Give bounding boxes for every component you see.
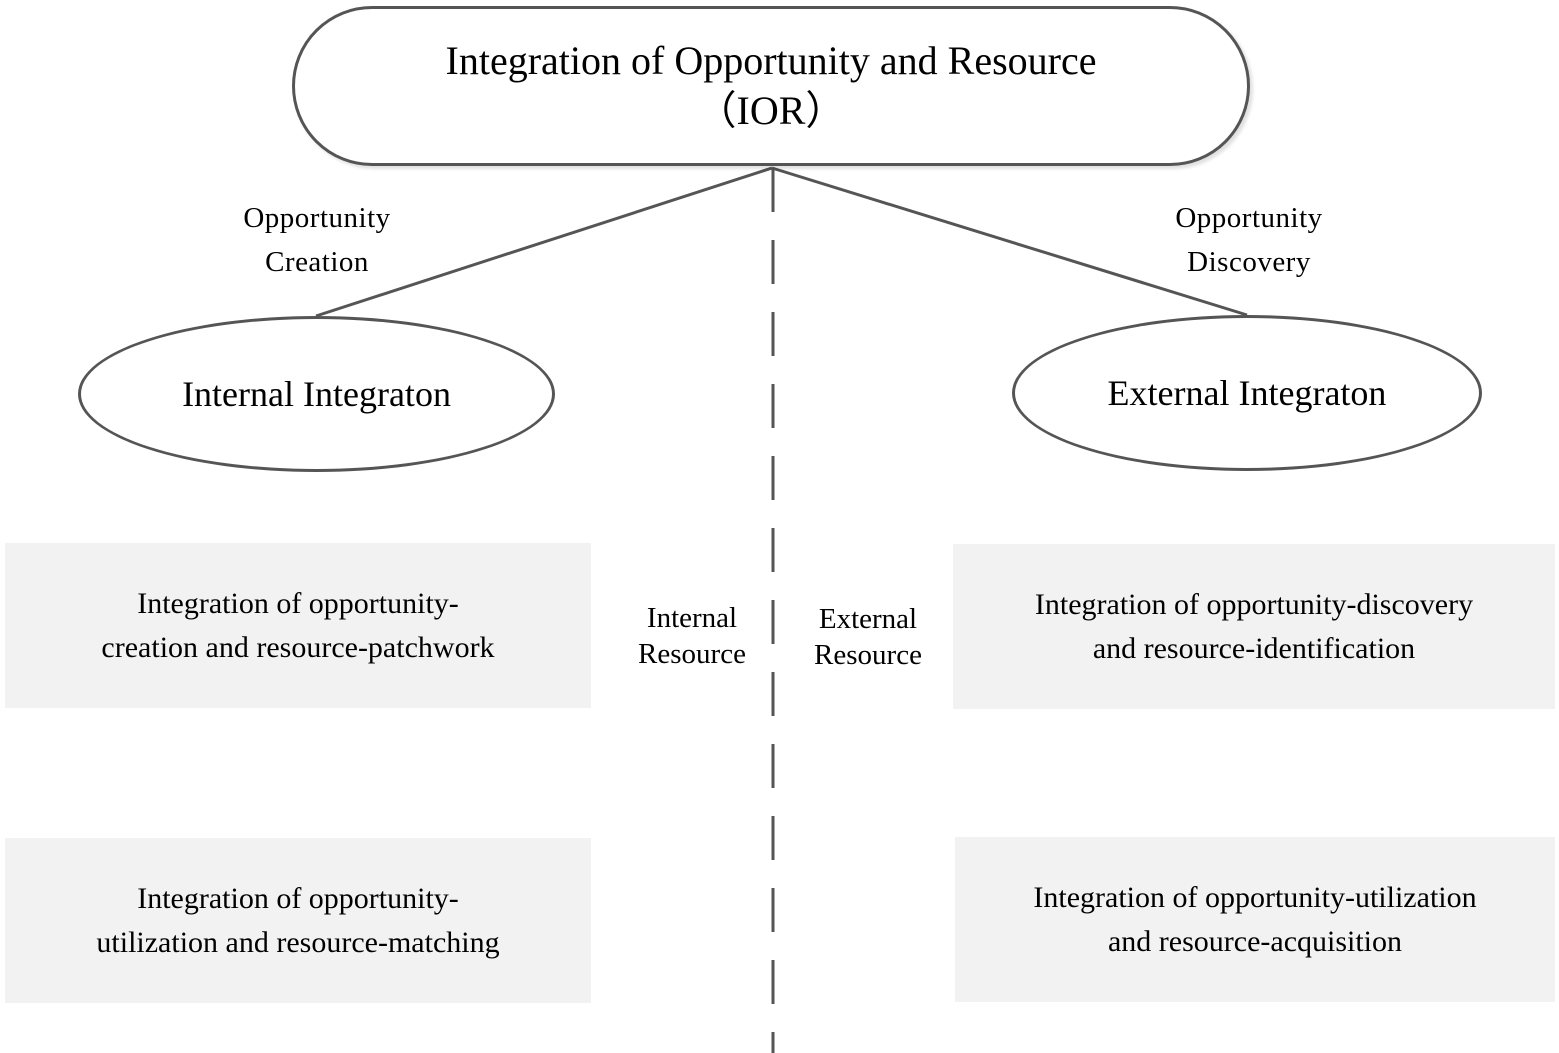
box-opportunity-utilization-resource-acquisition: Integration of opportunity-utilization a… — [955, 837, 1555, 1002]
label-internal-resource: Internal Resource — [638, 602, 746, 670]
node-external-integration: External Integraton — [1012, 315, 1482, 471]
node-internal-integration-label: Internal Integraton — [182, 374, 451, 414]
edge-label-opportunity-discovery: Opportunity Discovery — [1175, 202, 1323, 278]
node-external-integration-label: External Integraton — [1107, 373, 1387, 413]
label-external-resource: External Resource — [814, 603, 922, 671]
box-opportunity-creation-resource-patchwork: Integration of opportunity- creation and… — [5, 543, 591, 708]
connector-left — [315, 166, 773, 318]
connector-right — [771, 166, 1248, 317]
root-node: Integration of Opportunity and Resource … — [292, 6, 1250, 166]
box-opportunity-utilization-resource-matching: Integration of opportunity- utilization … — [5, 838, 591, 1003]
node-internal-integration: Internal Integraton — [78, 316, 555, 472]
edge-label-opportunity-creation: Opportunity Creation — [243, 202, 391, 278]
root-title: Integration of Opportunity and Resource — [445, 38, 1097, 83]
box-opportunity-discovery-resource-identification: Integration of opportunity-discovery and… — [953, 544, 1555, 709]
root-abbreviation: （IOR） — [696, 88, 846, 133]
